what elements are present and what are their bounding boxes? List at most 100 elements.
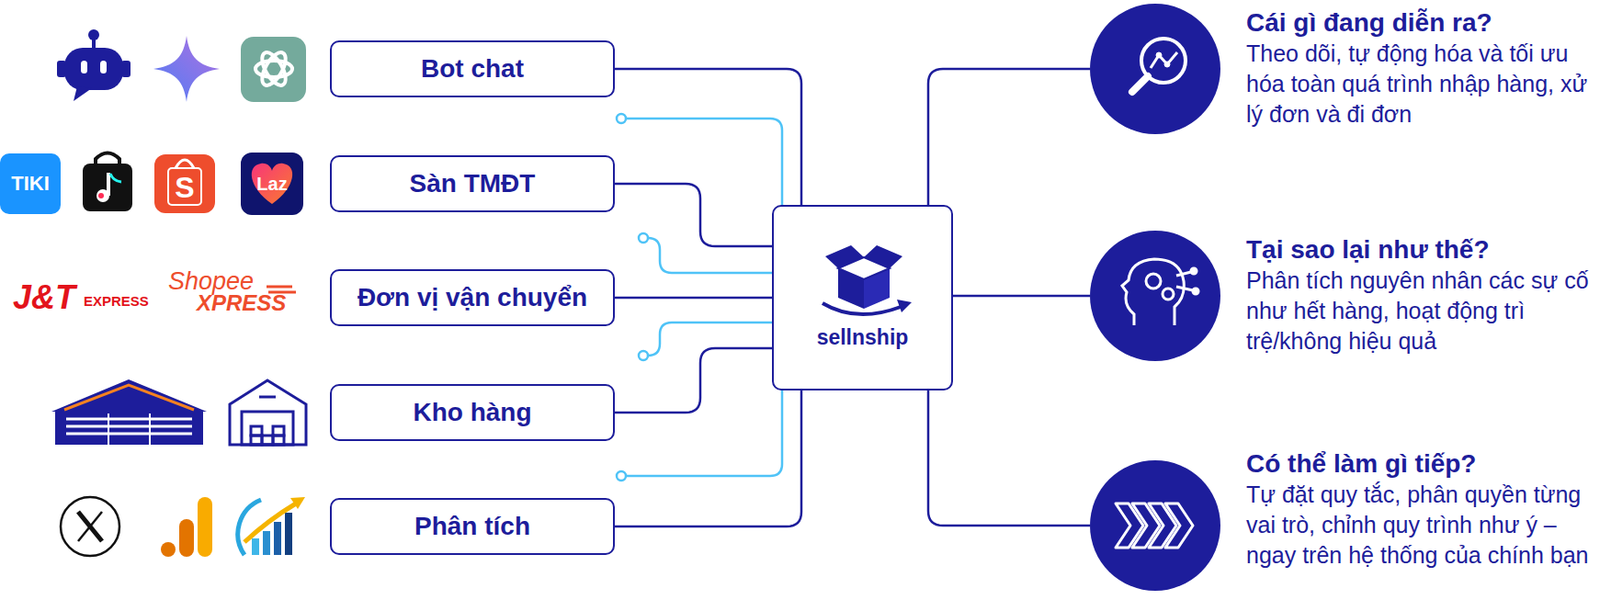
storage-icon bbox=[241, 411, 294, 445]
connector-line bbox=[614, 183, 772, 247]
chevron-icon bbox=[1115, 503, 1144, 548]
lazada-logo bbox=[240, 152, 304, 216]
storage-icon bbox=[261, 435, 273, 445]
bot-icon bbox=[56, 60, 67, 78]
hub-box-icon bbox=[822, 245, 912, 315]
outcome-text: Tại sao lại như thế?Phân tích nguyên nhâ… bbox=[1246, 234, 1600, 357]
xpress-stripes bbox=[268, 291, 296, 295]
warehouse-icon bbox=[55, 411, 204, 445]
outcome-circle bbox=[1089, 460, 1221, 591]
source-box: Đơn vị vận chuyển bbox=[329, 269, 615, 327]
x-logo bbox=[60, 497, 120, 557]
chatgpt-icon bbox=[240, 36, 307, 103]
decor-wire bbox=[625, 390, 783, 477]
box-label: Sàn TMĐT bbox=[409, 169, 536, 199]
search-icon bbox=[1132, 76, 1148, 92]
storage-icon bbox=[250, 435, 262, 445]
bot-icon bbox=[80, 60, 88, 74]
thinking-head-icon bbox=[1176, 286, 1193, 291]
outcome-node: Cái gì đang diễn ra?Theo dõi, tự động hó… bbox=[1089, 0, 1600, 138]
hub-box-icon bbox=[825, 245, 864, 269]
warehouse-icon bbox=[66, 418, 193, 421]
box-label: Bot chat bbox=[420, 54, 524, 84]
chatgpt-icon bbox=[257, 48, 291, 90]
analytics-logo bbox=[197, 497, 213, 557]
bot-icon bbox=[121, 60, 131, 78]
logo-text: TIKI bbox=[0, 170, 61, 197]
warehouse-icon bbox=[66, 425, 193, 429]
thinking-head-icon bbox=[1176, 272, 1192, 276]
decor-wire bbox=[647, 322, 772, 356]
growth-icon bbox=[262, 531, 271, 556]
outcome-circle bbox=[1089, 230, 1221, 362]
box-label: Kho hàng bbox=[412, 397, 532, 428]
warehouse-icon bbox=[51, 379, 207, 412]
chevron-icon bbox=[1148, 503, 1177, 548]
warehouse-icon bbox=[66, 432, 193, 436]
growth-icon bbox=[273, 521, 282, 556]
outcome-text: Cái gì đang diễn ra?Theo dõi, tự động hó… bbox=[1246, 7, 1600, 130]
decor-wire bbox=[616, 113, 626, 124]
lazada-logo bbox=[251, 163, 293, 205]
xpress-stripes bbox=[266, 285, 293, 289]
node-description: Theo dõi, tự động hóa và tối ưu hóa toàn… bbox=[1246, 38, 1600, 130]
bot-icon bbox=[56, 29, 131, 102]
hub-box-icon bbox=[863, 268, 890, 309]
logo-text: S bbox=[154, 169, 216, 206]
tiktok-logo bbox=[82, 163, 133, 212]
logo-text: J&T bbox=[12, 277, 76, 318]
hub-box-icon bbox=[863, 245, 903, 269]
chatgpt-icon bbox=[257, 48, 291, 90]
chatgpt-icon bbox=[255, 60, 293, 78]
hub-box-icon bbox=[838, 268, 864, 309]
node-heading: Tại sao lại như thế? bbox=[1246, 234, 1600, 266]
search-icon bbox=[1150, 52, 1178, 69]
growth-icon bbox=[290, 497, 306, 510]
thinking-head-icon bbox=[1162, 288, 1174, 300]
box-label: Đơn vị vận chuyển bbox=[357, 283, 588, 313]
connector-line bbox=[928, 390, 1090, 526]
connector-line bbox=[614, 296, 772, 300]
search-icon bbox=[1156, 52, 1162, 58]
search-icon bbox=[1164, 61, 1170, 68]
source-box: Bot chat bbox=[329, 40, 615, 98]
tiktok-logo bbox=[98, 192, 104, 199]
analytics-logo bbox=[160, 497, 213, 557]
gemini-icon bbox=[153, 35, 220, 103]
chatgpt-icon bbox=[255, 48, 293, 90]
hub-box: sellnship bbox=[771, 204, 954, 391]
x-logo bbox=[78, 511, 103, 542]
shopee-logo bbox=[154, 154, 216, 214]
connector-line bbox=[614, 348, 772, 413]
x-logo bbox=[60, 497, 120, 557]
logo-text: Laz bbox=[240, 171, 304, 196]
chevron-icon bbox=[1132, 503, 1160, 548]
analytics-logo bbox=[160, 542, 176, 557]
hub-box-icon bbox=[822, 303, 901, 315]
shopee-logo bbox=[154, 154, 216, 214]
xpress-stripes bbox=[266, 286, 296, 293]
tiki-logo bbox=[0, 153, 61, 215]
bot-icon bbox=[73, 86, 92, 102]
box-label: Phân tích bbox=[414, 511, 531, 542]
tiktok-logo bbox=[106, 172, 111, 196]
warehouse-icon bbox=[51, 379, 207, 445]
thinking-head-icon bbox=[1122, 259, 1199, 326]
source-box: Sàn TMĐT bbox=[329, 155, 615, 213]
shopee-logo bbox=[175, 159, 194, 169]
tiktok-logo bbox=[82, 153, 133, 213]
decor-wire bbox=[616, 113, 783, 481]
search-icon bbox=[1141, 38, 1186, 83]
outcome-text: Có thể làm gì tiếp?Tự đặt quy tắc, phân … bbox=[1246, 448, 1600, 571]
outcome-circle bbox=[1089, 230, 1221, 362]
growth-icon bbox=[251, 538, 260, 556]
growth-icon bbox=[238, 497, 306, 556]
storage-icon bbox=[229, 380, 307, 445]
logo-text: Shopee bbox=[168, 266, 254, 296]
bot-icon bbox=[88, 29, 100, 41]
storage-icon bbox=[250, 426, 262, 436]
growth-icon bbox=[244, 503, 296, 543]
